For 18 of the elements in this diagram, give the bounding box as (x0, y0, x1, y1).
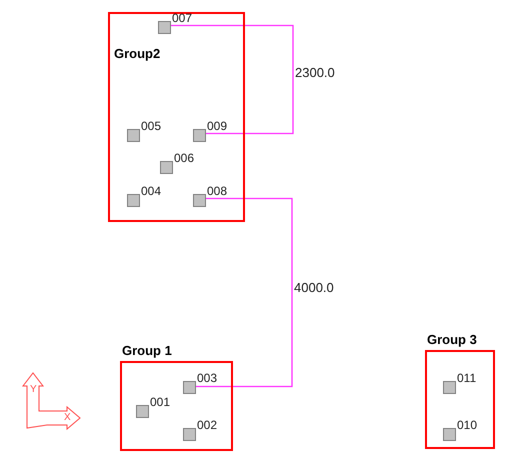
point-label: 010 (457, 419, 478, 431)
group-heading: Group 1 (121, 344, 173, 357)
point-label: 002 (197, 419, 218, 431)
point-label: 011 (457, 372, 476, 384)
axis-label: Y (30, 385, 37, 395)
point-label: 005 (141, 120, 162, 132)
point-label: 008 (207, 185, 228, 197)
axis-label: X (64, 413, 71, 423)
point-label: 007 (172, 12, 192, 24)
dimension-label: 4000.0 (294, 281, 334, 294)
group-heading: Group2 (114, 47, 160, 60)
point-label: 006 (174, 152, 194, 164)
point-label: 001 (150, 396, 170, 408)
dimension-label: 2300.0 (295, 66, 335, 79)
point-label: 004 (141, 185, 162, 197)
point-label: 009 (207, 120, 228, 132)
group-heading: Group 3 (426, 333, 478, 346)
point-label: 003 (197, 372, 218, 384)
